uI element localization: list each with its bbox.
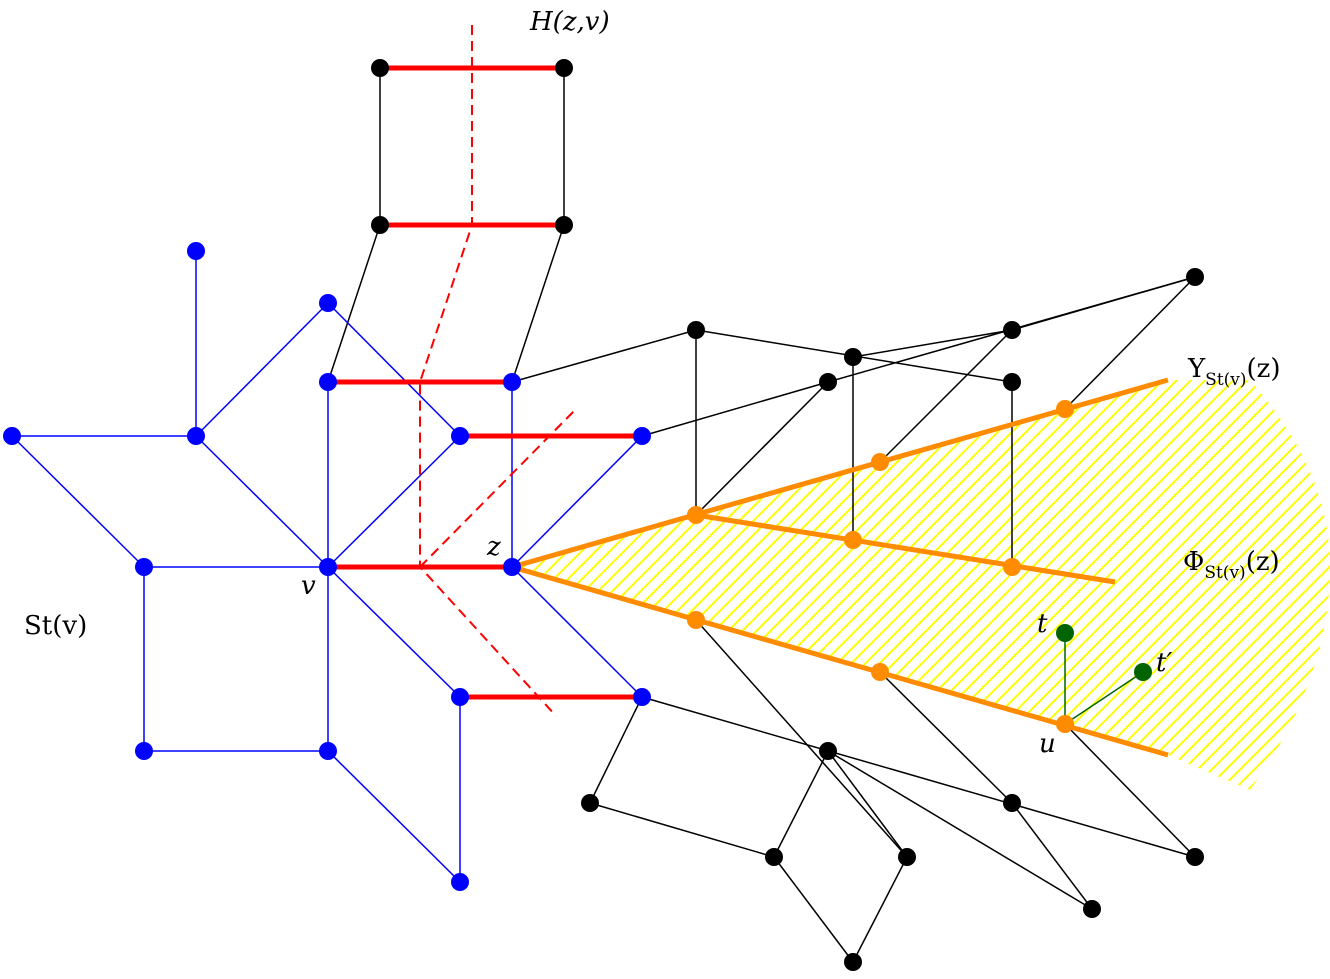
black-nodes xyxy=(371,59,1204,971)
upsilon-subscript: St(v) xyxy=(1205,370,1246,390)
t-prime-label: t′ xyxy=(1156,648,1172,678)
hyperplane-dashed xyxy=(419,25,578,717)
phi-label: ΦSt(v)(z) xyxy=(1183,547,1280,583)
upsilon-symbol: Υ xyxy=(1187,354,1206,384)
upsilon-label: ΥSt(v)(z) xyxy=(1187,354,1281,390)
star-label: St(v) xyxy=(24,611,87,641)
u-label: u xyxy=(1039,729,1056,759)
v-label: v xyxy=(301,571,316,601)
highlight-nodes xyxy=(1056,624,1152,681)
node-t-prime xyxy=(1134,663,1152,681)
node-v xyxy=(319,558,337,576)
node-z xyxy=(503,558,521,576)
node-u xyxy=(1056,715,1074,733)
hatched-sector xyxy=(512,380,1330,790)
z-label: z xyxy=(486,532,501,562)
t-label: t xyxy=(1037,609,1048,639)
phi-subscript: St(v) xyxy=(1204,563,1245,583)
hyperplane-edges xyxy=(328,65,642,700)
black-edges xyxy=(327,68,1196,963)
sector-nodes xyxy=(687,400,1074,733)
hyperplane-label: H(z,v) xyxy=(529,7,610,37)
star-edges xyxy=(11,251,643,883)
highlight-edges xyxy=(1064,633,1144,725)
phi-argument: (z) xyxy=(1246,547,1280,577)
upsilon-argument: (z) xyxy=(1247,354,1281,384)
node-t xyxy=(1056,624,1074,642)
star-nodes xyxy=(3,242,651,891)
phi-symbol: Φ xyxy=(1183,547,1204,577)
